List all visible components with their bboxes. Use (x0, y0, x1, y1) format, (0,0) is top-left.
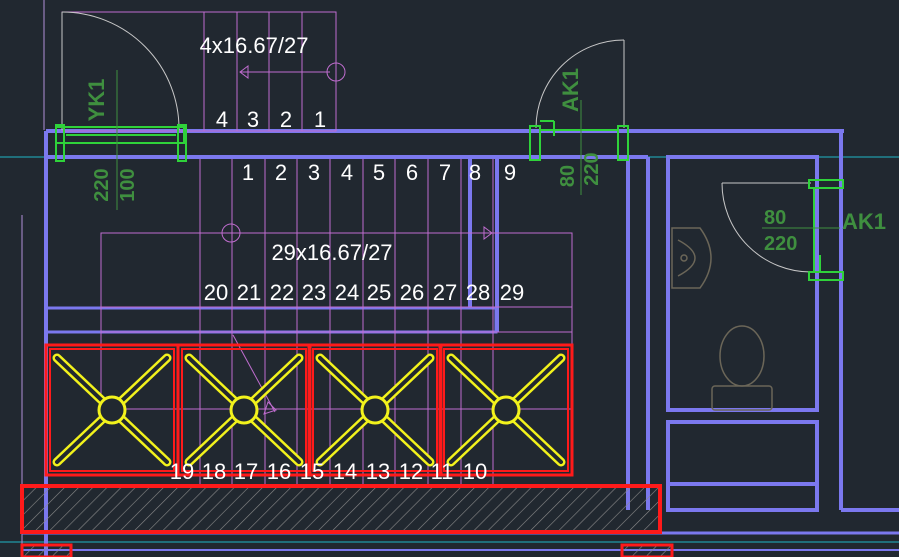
step-number-label: 27 (433, 280, 457, 305)
step-number-label: 9 (504, 160, 516, 185)
door-yk1-tag: YK1 (84, 79, 109, 122)
door-yk1-width: 100 (117, 168, 139, 201)
step-number-label: 5 (373, 160, 385, 185)
main-flight-spec: 29x16.67/27 (271, 240, 392, 265)
column-cross-icon (44, 343, 180, 477)
step-number-label: 20 (204, 280, 228, 305)
step-number-label: 18 (202, 459, 226, 484)
step-number-label: 13 (366, 459, 390, 484)
column-cross-icon (176, 343, 312, 477)
step-number-label: 16 (267, 459, 291, 484)
step-number-label: 21 (237, 280, 261, 305)
step-number-label: 1 (314, 107, 326, 132)
step-number-label: 19 (170, 459, 194, 484)
step-number-label: 24 (335, 280, 359, 305)
door-ak1-top-height: 220 (581, 152, 603, 185)
hatched-slab (20, 484, 674, 557)
column-cross-icon (438, 343, 574, 477)
step-number-label: 10 (463, 459, 487, 484)
step-number-label: 29 (500, 280, 524, 305)
main-step-numbers-top: 20 21 22 23 24 25 26 27 28 29 (204, 280, 524, 305)
step-number-label: 8 (469, 160, 481, 185)
door-yk1: YK1 220 100 (55, 11, 187, 210)
door-ak1-right-height: 220 (764, 233, 797, 255)
step-number-label: 28 (466, 280, 490, 305)
door-ak1-right-tag: AK1 (842, 209, 886, 234)
step-number-label: 11 (431, 459, 454, 484)
step-number-label: 6 (406, 160, 418, 185)
step-number-label: 22 (270, 280, 294, 305)
door-ak1-top: AK1 80 220 (529, 39, 629, 195)
door-ak1-right: AK1 80 220 (721, 179, 886, 281)
toilet-icon (711, 325, 773, 411)
step-number-label: 7 (439, 160, 451, 185)
structural-columns (44, 343, 574, 477)
step-number-label: 2 (275, 160, 287, 185)
step-number-label: 4 (216, 107, 228, 132)
step-number-label: 3 (308, 160, 320, 185)
main-stair-flight (100, 159, 573, 485)
column-cross-icon (307, 343, 443, 477)
upper-flight-spec: 4x16.67/27 (200, 33, 309, 58)
door-ak1-top-tag: AK1 (558, 68, 583, 112)
step-number-label: 23 (302, 280, 326, 305)
door-yk1-height: 220 (91, 168, 113, 201)
door-ak1-right-width: 80 (764, 207, 786, 229)
step-number-label: 2 (280, 107, 292, 132)
step-number-label: 14 (333, 459, 357, 484)
step-number-label: 26 (400, 280, 424, 305)
step-number-label: 17 (234, 459, 258, 484)
step-number-label: 12 (399, 459, 423, 484)
step-number-label: 1 (242, 160, 254, 185)
step-number-label: 25 (367, 280, 391, 305)
step-number-label: 4 (341, 160, 353, 185)
washbasin-icon (671, 227, 712, 289)
step-number-label: 3 (247, 107, 259, 132)
door-ak1-top-width: 80 (557, 165, 579, 187)
step-number-label: 15 (300, 459, 324, 484)
main-step-numbers-bottom: 19 18 17 16 15 14 13 12 11 10 (170, 459, 487, 484)
